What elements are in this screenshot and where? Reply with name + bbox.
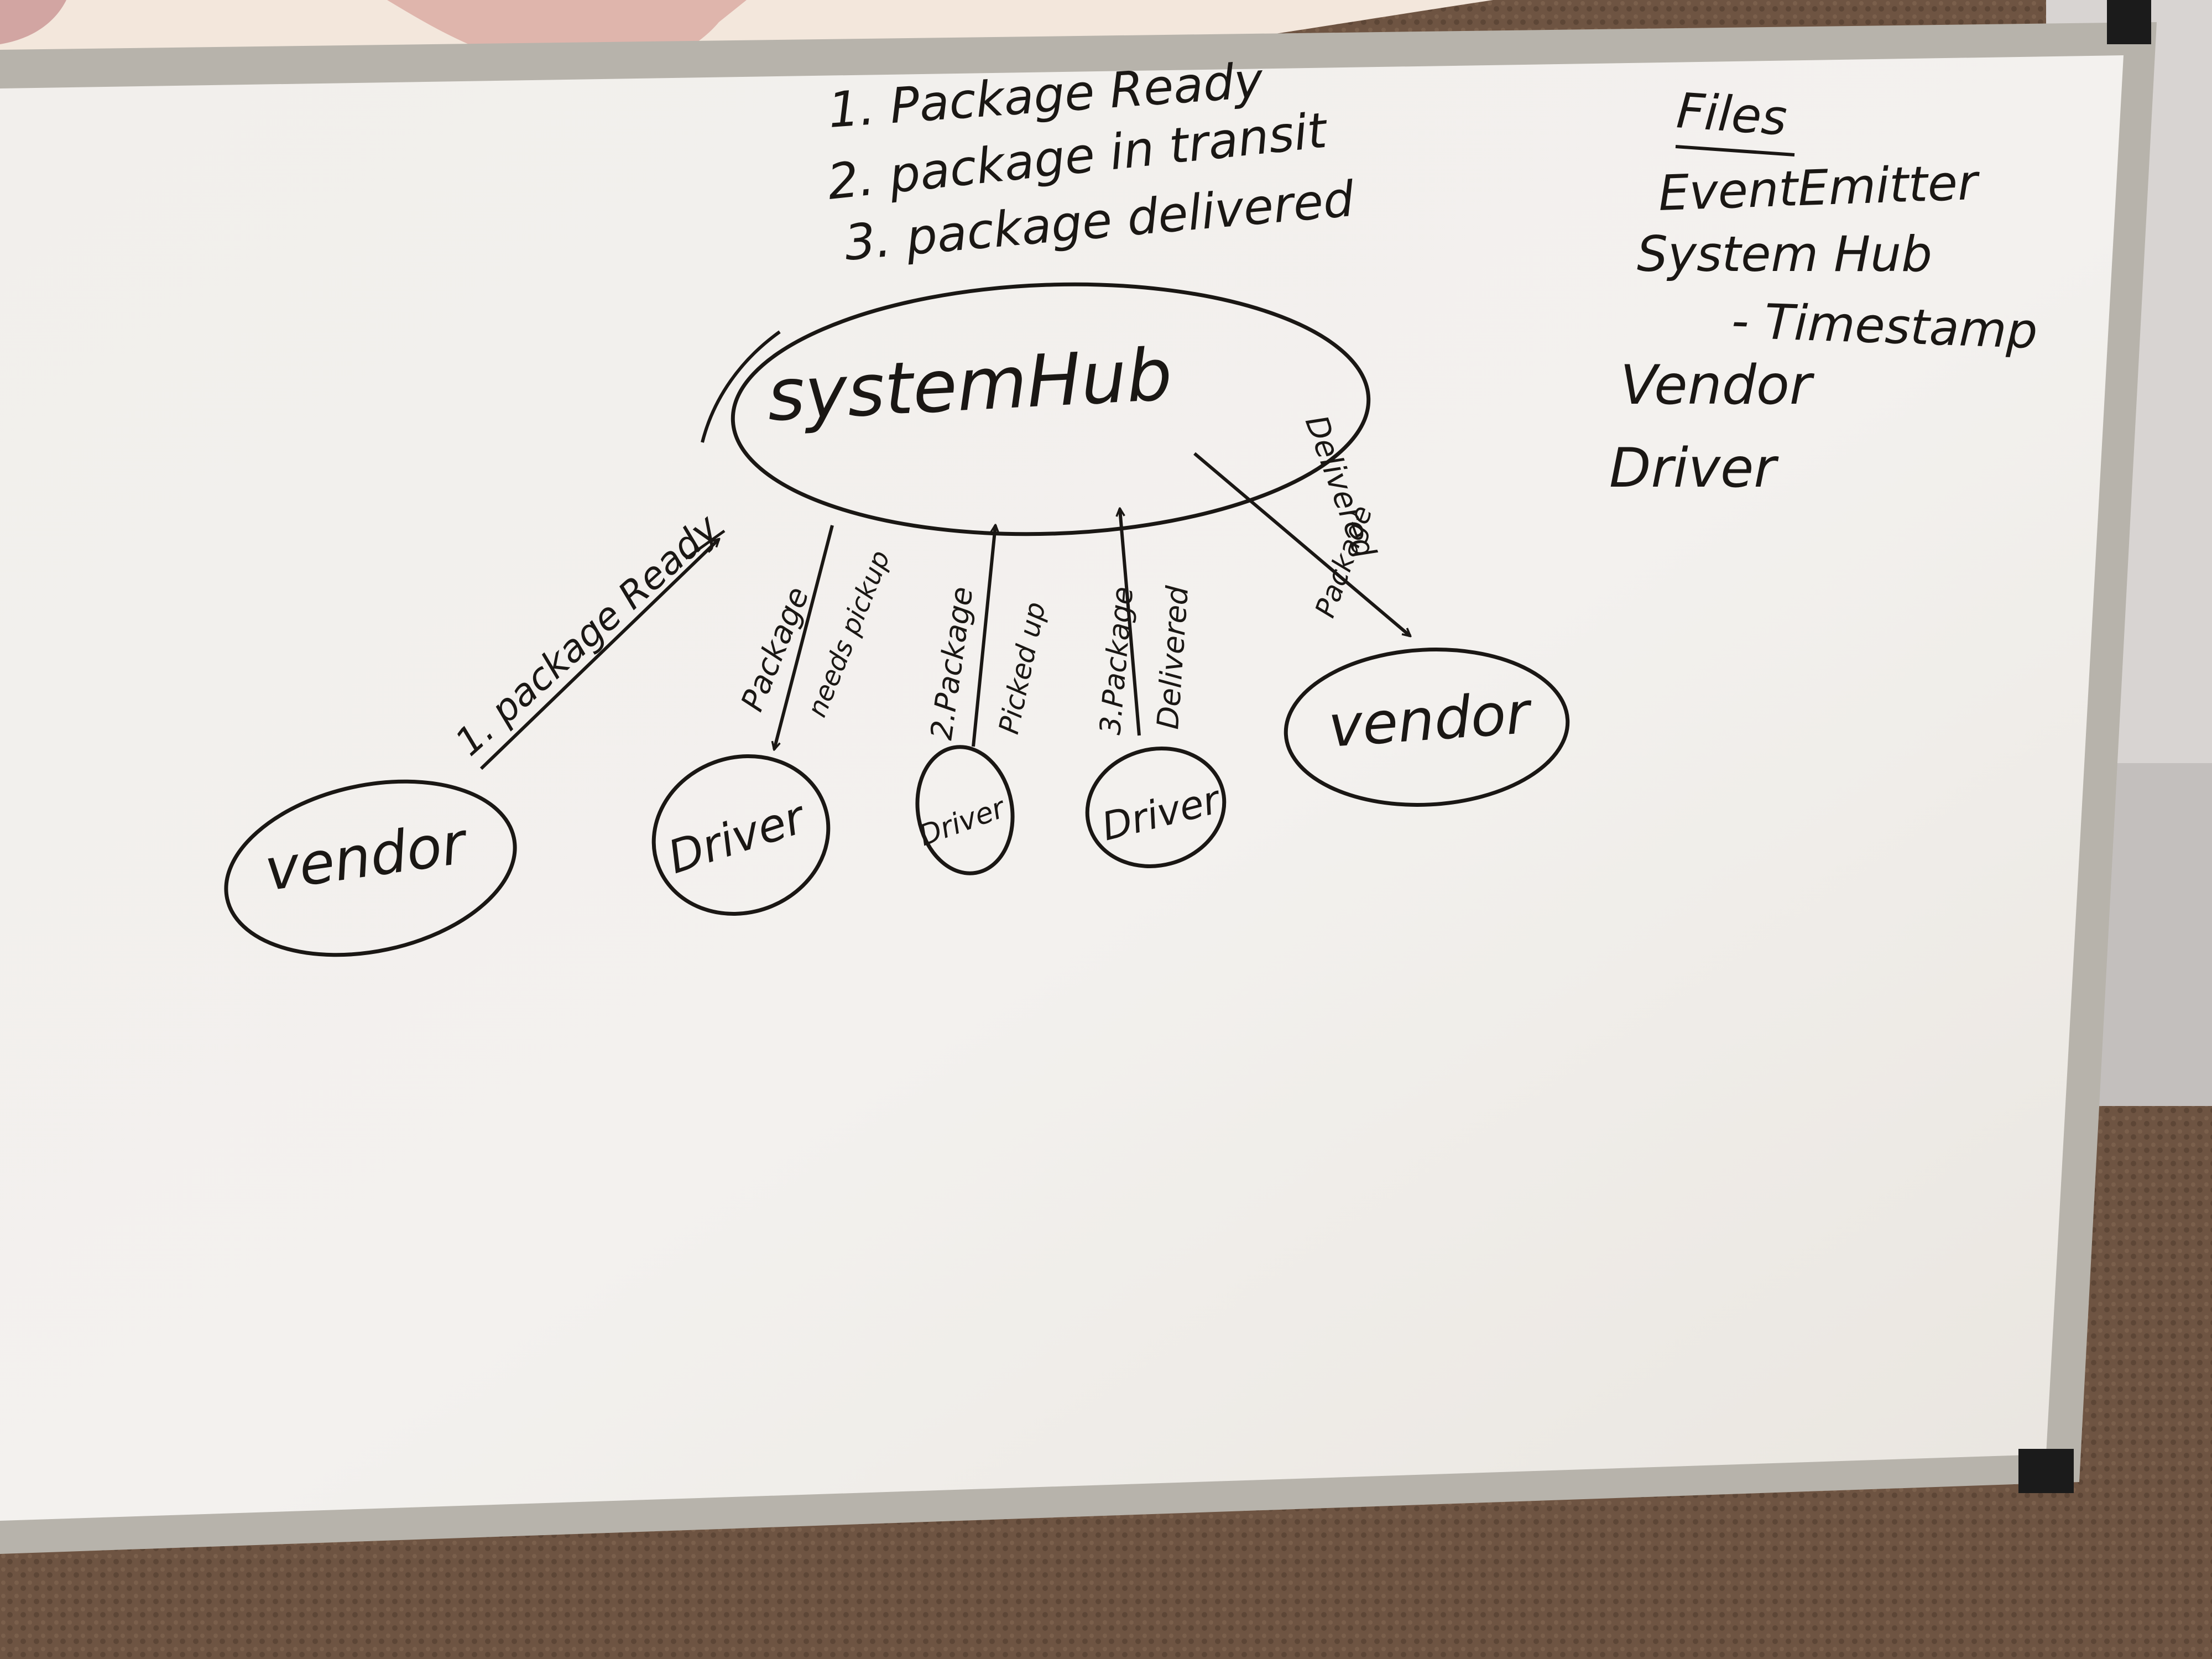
vendor-right-node: vendor [1284,648,1570,807]
system-hub-stroke [701,330,781,443]
files-title-underline [1675,145,1795,156]
edge-driver-2-to-hub [972,525,995,747]
edges [479,452,1410,770]
system-hub-ellipse [731,282,1371,536]
whiteboard-surface [0,55,2124,1521]
edge-driver-3-to-hub [1120,509,1141,736]
driver-3-ellipse [1085,747,1227,868]
file-item: EventEmitter [1657,154,1981,222]
file-item: System Hub [1637,226,1932,283]
vendor-right-ellipse [1284,648,1570,807]
edge-vendor-to-hub [479,539,719,770]
blanket-pattern [0,0,66,44]
edge-hub-to-driver-1 [774,525,834,749]
vendor-left-ellipse [224,779,517,957]
file-item: Vendor [1620,354,1815,417]
driver-2-ellipse [915,745,1015,875]
files-list: Files EventEmitter System Hub - Timestam… [1609,82,2038,500]
vendor-right-label: vendor [1326,679,1535,760]
frame-corner-bottom-right [2018,1449,2074,1493]
driver-1-ellipse [651,754,831,916]
package-ready-underline [685,529,726,560]
file-item: Driver [1609,437,1779,500]
edge-hub-to-vendor-right [1193,452,1410,636]
frame-corner-top-right [2107,0,2151,44]
files-title: Files [1675,82,1789,147]
file-item: - Timestamp [1730,292,2038,359]
